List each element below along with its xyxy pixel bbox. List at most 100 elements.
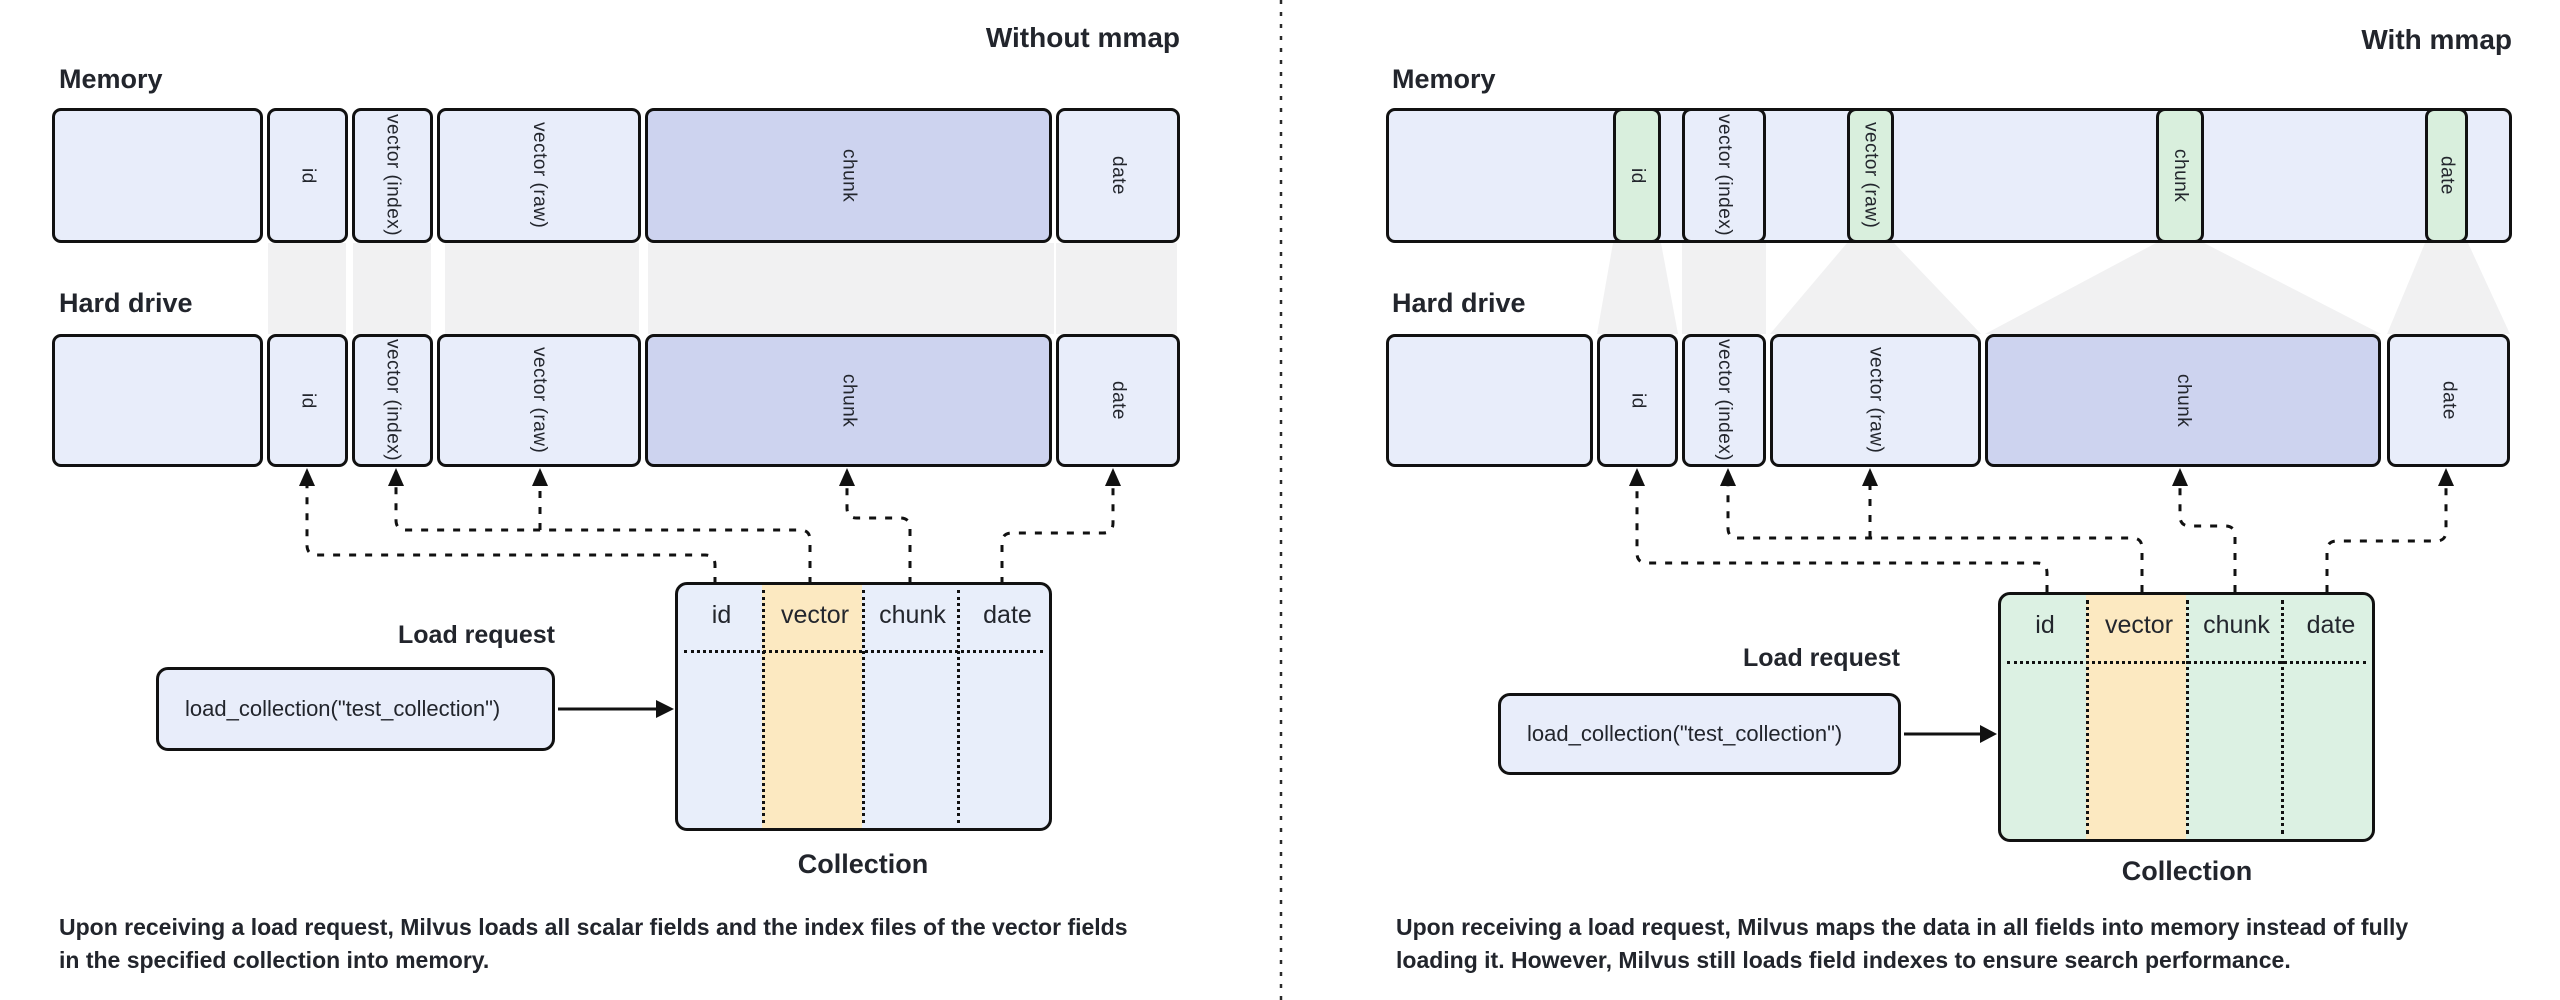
shadow-chunk — [648, 243, 1054, 334]
arrowhead-id — [1629, 468, 1645, 486]
left-collection-label: Collection — [797, 849, 929, 879]
right-caption: Upon receiving a load request, Milvus ma… — [1396, 911, 2408, 977]
hd-segment-id: id — [267, 334, 348, 467]
shadow-date — [1056, 243, 1177, 334]
hd-segment-date: date — [2387, 334, 2510, 467]
segment-label: vector (index) — [1714, 114, 1735, 237]
left-memory-label: Memory — [59, 64, 163, 94]
memory-segment-id-mapped: id — [1613, 108, 1661, 243]
col-header-date: date — [983, 601, 1032, 629]
right-connector-arrowheads — [1629, 468, 2454, 486]
hd-segment-vector-index: vector (index) — [352, 334, 433, 467]
arrowhead-vector-index — [388, 468, 404, 486]
caption-line-2: loading it. However, Milvus still loads … — [1396, 947, 2291, 973]
col-header-date: date — [2306, 611, 2356, 639]
memory-segment-date: date — [1056, 108, 1180, 243]
column-divider — [2186, 600, 2189, 834]
left-dashed-connectors — [305, 482, 1115, 584]
memory-segment-id: id — [267, 108, 348, 243]
memory-segment-empty — [52, 108, 263, 243]
left-caption: Upon receiving a load request, Milvus lo… — [59, 911, 1128, 977]
hd-segment-vector-index: vector (index) — [1682, 334, 1766, 467]
right-panel-title: With mmap — [2361, 24, 2512, 55]
memory-bar-body — [1386, 108, 2512, 243]
segment-label: vector (raw) — [529, 347, 550, 454]
connector-date — [1000, 482, 1115, 584]
hd-segment-chunk: chunk — [645, 334, 1052, 467]
load-request-code: load_collection("test_collection") — [185, 696, 501, 721]
column-divider — [762, 590, 765, 823]
memory-segment-vector-index: vector (index) — [1682, 108, 1766, 243]
vector-column-highlight — [762, 585, 862, 828]
arrowhead-chunk — [2172, 468, 2188, 486]
memory-segment-vector-raw: vector (raw) — [437, 108, 641, 243]
right-load-request-box: load_collection("test_collection") — [1498, 693, 1901, 775]
left-collection-table: id vector chunk date — [675, 582, 1052, 831]
segment-label: id — [297, 167, 319, 184]
segment-label: date — [2438, 381, 2460, 420]
right-collection-label: Collection — [2121, 856, 2253, 886]
memory-segment-vector-raw-mapped: vector (raw) — [1847, 108, 1894, 243]
column-divider — [957, 590, 960, 823]
hd-segment-empty — [1386, 334, 1593, 467]
arrowhead-vector-raw — [532, 468, 548, 486]
col-header-id: id — [711, 601, 732, 629]
left-shadow-bands — [268, 243, 1177, 334]
arrowhead-vector-index — [1720, 468, 1736, 486]
arrowhead-vector-raw — [1862, 468, 1878, 486]
right-dashed-connectors — [1635, 482, 2448, 592]
shadow-date — [2387, 243, 2510, 334]
hd-segment-vector-raw: vector (raw) — [1770, 334, 1981, 467]
segment-label: chunk — [838, 373, 860, 428]
header-divider — [684, 650, 1043, 653]
memory-segment-date-mapped: date — [2425, 108, 2468, 243]
left-hard-drive-label: Hard drive — [59, 288, 193, 318]
col-header-vector: vector — [2104, 611, 2174, 639]
caption-line-2: in the specified collection into memory. — [59, 947, 490, 973]
arrowhead-date — [1105, 468, 1121, 486]
connector-date — [2325, 482, 2448, 592]
connector-id — [305, 482, 717, 584]
col-header-id: id — [2035, 611, 2055, 639]
hd-segment-id: id — [1597, 334, 1678, 467]
shadow-vector-index — [353, 243, 431, 334]
column-divider — [2086, 600, 2089, 834]
shadow-vector-raw — [445, 243, 639, 334]
memory-segment-chunk-mapped: chunk — [2156, 108, 2204, 243]
connector-chunk — [845, 482, 912, 584]
load-request-code: load_collection("test_collection") — [1527, 721, 1843, 746]
right-collection-table: id vector chunk date — [1998, 592, 2375, 842]
arrowhead-chunk — [839, 468, 855, 486]
left-load-request-box: load_collection("test_collection") — [156, 667, 555, 751]
header-divider — [2007, 661, 2366, 664]
connector-vector-index — [394, 482, 812, 584]
segment-label: vector (raw) — [1860, 122, 1882, 229]
segment-label: chunk — [838, 148, 860, 203]
segment-label: id — [297, 392, 319, 409]
segment-label: id — [1627, 167, 1648, 184]
col-header-vector: vector — [780, 601, 850, 629]
left-panel-title: Without mmap — [985, 22, 1180, 53]
left-load-arrowhead — [656, 700, 674, 718]
connector-vector-index — [1726, 482, 2144, 592]
left-connector-arrowheads — [299, 468, 1121, 486]
segment-label: chunk — [2170, 148, 2191, 203]
right-load-request-label: Load request — [1743, 644, 1900, 672]
shadow-id — [268, 243, 346, 334]
arrowhead-date — [2438, 468, 2454, 486]
left-load-request-label: Load request — [398, 621, 555, 649]
right-memory-label: Memory — [1392, 64, 1496, 94]
hd-segment-vector-raw: vector (raw) — [437, 334, 641, 467]
segment-label: vector (index) — [382, 339, 404, 462]
hd-segment-empty — [52, 334, 263, 467]
shadow-vector-index — [1682, 243, 1766, 334]
shadow-id — [1597, 243, 1678, 334]
column-divider — [862, 590, 865, 823]
connector-id — [1635, 482, 2049, 592]
col-header-chunk: chunk — [2203, 611, 2270, 639]
hd-segment-chunk: chunk — [1985, 334, 2381, 467]
load-arrows — [558, 700, 1997, 743]
right-hard-drive-label: Hard drive — [1392, 288, 1526, 318]
right-load-arrowhead — [1980, 725, 1997, 743]
